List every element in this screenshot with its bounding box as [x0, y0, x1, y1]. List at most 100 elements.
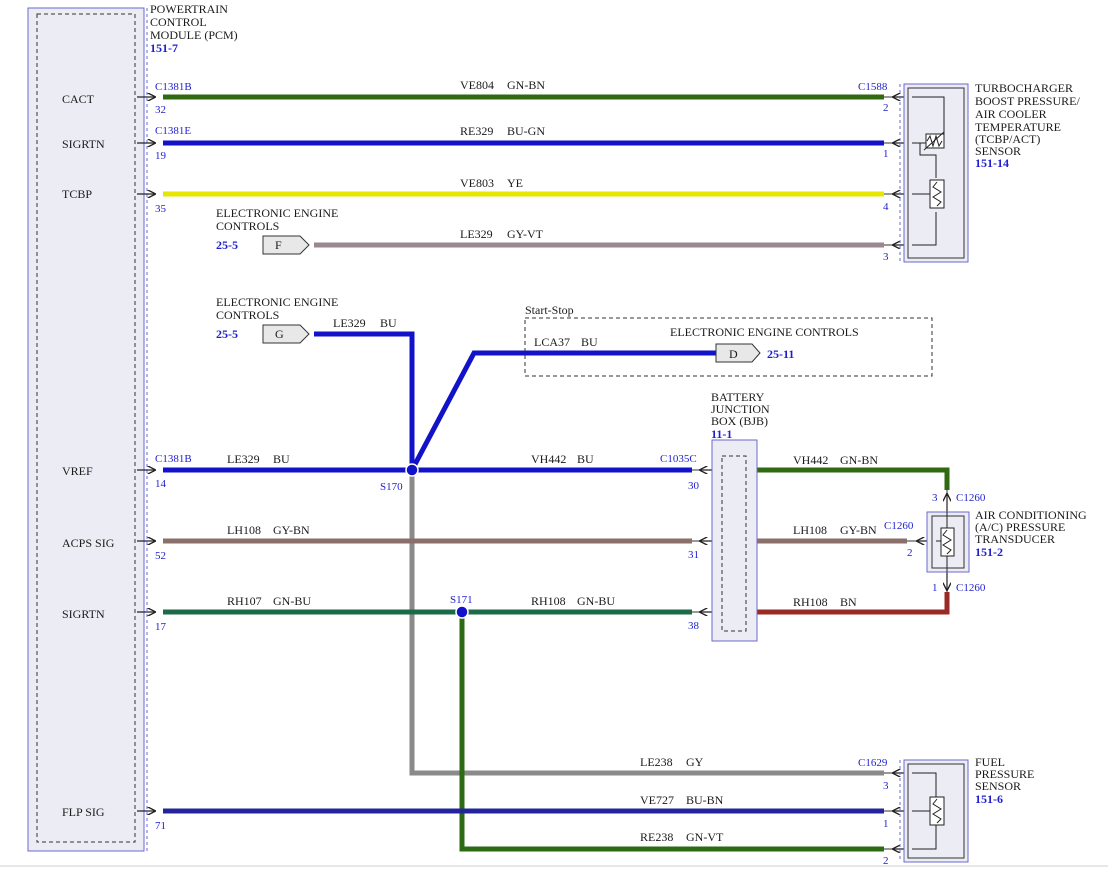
tcbp-line1: TURBOCHARGER	[975, 81, 1073, 95]
connector-c1260-mid: C1260	[884, 520, 914, 532]
pcm-module: POWERTRAIN CONTROL MODULE (PCM) 151-7 CA…	[27, 2, 238, 852]
eec-f-flag[interactable]	[262, 235, 310, 255]
eec-d-flag[interactable]	[715, 343, 761, 363]
ac-internal-circuit	[936, 512, 948, 572]
wire-color-vh442-b: GN-BN	[840, 453, 878, 467]
eec-g-ref[interactable]: 25-5	[216, 327, 238, 341]
fp-line1: FUEL	[975, 755, 1005, 769]
wire-label-rh107: RH107	[227, 594, 262, 608]
ac-ref[interactable]: 151-2	[975, 545, 1003, 559]
bjb-ref[interactable]: 11-1	[711, 427, 732, 441]
eec-g-line2: CONTROLS	[216, 308, 279, 322]
pcm-pin-vref: VREF	[62, 464, 93, 478]
tcbp-pin-1: 1	[883, 148, 889, 160]
tcbp-internal-circuit	[912, 96, 945, 246]
pressure-resistor-icon	[932, 181, 942, 207]
wire-color-le329-vref: BU	[273, 452, 290, 466]
eec-f-line2: CONTROLS	[216, 219, 279, 233]
bjb-pin-31: 31	[688, 549, 699, 561]
wire-label-ve803: VE803	[460, 176, 494, 190]
wire-color-le329-f: GY-VT	[507, 227, 544, 241]
pin-52: 52	[155, 550, 166, 562]
wire-label-lca37: LCA37	[534, 335, 570, 349]
wire-color-vh442-a: BU	[577, 452, 594, 466]
wire-label-le329-g: LE329	[333, 316, 366, 330]
pcm-title-line3: MODULE (PCM)	[150, 28, 238, 42]
ac-line3: TRANSDUCER	[975, 532, 1055, 546]
wire-label-rh108-b: RH108	[793, 595, 828, 609]
wire-labels: VE804 GN-BN RE329 BU-GN VE803 YE LE329 G…	[227, 78, 878, 844]
eec-g-line1: ELECTRONIC ENGINE	[216, 295, 338, 309]
pcm-pin-acps-sig: ACPS SIG	[62, 536, 115, 550]
wire-lca37[interactable]	[409, 350, 716, 472]
wire-re238[interactable]	[459, 612, 884, 852]
wire-color-ve727: BU-BN	[686, 793, 724, 807]
pcm-pin-tcbp: TCBP	[62, 187, 92, 201]
pcm-pin-sigrtn-2: SIGRTN	[62, 607, 105, 621]
connector-c1588: C1588	[858, 81, 888, 93]
wire-le238[interactable]	[409, 470, 884, 776]
start-stop-box: Start-Stop ELECTRONIC ENGINE CONTROLS D …	[524, 303, 933, 377]
wire-color-rh108-b: BN	[840, 595, 857, 609]
splice-s171[interactable]	[455, 605, 469, 619]
connector-c1035c: C1035C	[660, 453, 697, 465]
bjb-line3: BOX (BJB)	[711, 414, 768, 428]
fp-pin-1: 1	[883, 818, 889, 830]
fp-pin-2: 2	[883, 855, 889, 867]
fuel-pressure-sensor: C1629 3 1 2 FUEL PRESSURE SENSOR 151-6	[858, 755, 1034, 867]
pcm-pin-cact: CACT	[62, 92, 95, 106]
wire-label-le329-f: LE329	[460, 227, 493, 241]
wire-color-re238: GN-VT	[686, 830, 724, 844]
bjb-inner-dashed-box	[721, 455, 747, 632]
splice-s170[interactable]	[405, 463, 419, 477]
ac-pin-3: 3	[932, 492, 938, 504]
wire-label-lh108-b: LH108	[793, 523, 827, 537]
wire-color-lh108-b: GY-BN	[840, 523, 877, 537]
tcbp-pin-2: 2	[883, 102, 889, 114]
tcbp-ref[interactable]: 151-14	[975, 156, 1009, 170]
eec-d-letter: D	[729, 347, 738, 361]
eec-ref-f: ELECTRONIC ENGINE CONTROLS 25-5 F	[216, 206, 338, 255]
eec-d-ref[interactable]: 25-11	[767, 347, 794, 361]
eec-g-letter: G	[275, 327, 284, 341]
pcm-arrows	[137, 97, 155, 811]
pcm-inner-dashed-box	[36, 13, 136, 843]
wire-rh108-bn[interactable]	[757, 592, 950, 615]
wire-label-vh442-a: VH442	[531, 452, 566, 466]
fp-line3: SENSOR	[975, 779, 1021, 793]
start-stop-outline	[524, 317, 933, 377]
ac-pin-2: 2	[907, 547, 913, 559]
start-stop-label: Start-Stop	[525, 303, 574, 317]
wire-color-ve803: YE	[507, 176, 523, 190]
bjb-pin-30: 30	[688, 480, 700, 492]
fp-resistor-icon	[932, 798, 942, 824]
fp-line2: PRESSURE	[975, 767, 1034, 781]
pin-17: 17	[155, 621, 167, 633]
pcm-ref[interactable]: 151-7	[150, 41, 178, 55]
battery-junction-box: BATTERY JUNCTION BOX (BJB) 11-1 C1035C 3…	[660, 390, 770, 642]
tcbp-line3: AIR COOLER	[975, 107, 1047, 121]
tcbp-inner-box	[907, 87, 965, 259]
ac-line2: (A/C) PRESSURE	[975, 520, 1065, 534]
wire-color-le238: GY	[686, 755, 704, 769]
ac-pressure-transducer: 3 C1260 C1260 2 1 C1260 AIR CONDITIONING…	[884, 492, 1087, 594]
eec-g-flag[interactable]	[262, 324, 310, 344]
wire-color-rh107: GN-BU	[273, 594, 311, 608]
eec-f-letter: F	[275, 238, 282, 252]
eec-d-label: ELECTRONIC ENGINE CONTROLS	[670, 325, 859, 339]
tcbp-line4: TEMPERATURE	[975, 120, 1061, 134]
wire-label-lh108-a: LH108	[227, 523, 261, 537]
wire-vh442-gn-bn[interactable]	[757, 467, 950, 490]
wire-label-re329: RE329	[460, 124, 493, 138]
wire-label-le238: LE238	[640, 755, 673, 769]
fp-ref[interactable]: 151-6	[975, 792, 1003, 806]
wire-label-ve804: VE804	[460, 78, 494, 92]
wire-le329-g[interactable]	[314, 331, 415, 470]
pin-71: 71	[155, 820, 166, 832]
pin-19: 19	[155, 150, 167, 162]
pcm-title-line1: POWERTRAIN	[150, 2, 228, 16]
thermistor-variable-arrow-icon	[923, 131, 945, 151]
eec-f-ref[interactable]: 25-5	[216, 238, 238, 252]
tcbp-line5: (TCBP/ACT)	[975, 132, 1040, 146]
